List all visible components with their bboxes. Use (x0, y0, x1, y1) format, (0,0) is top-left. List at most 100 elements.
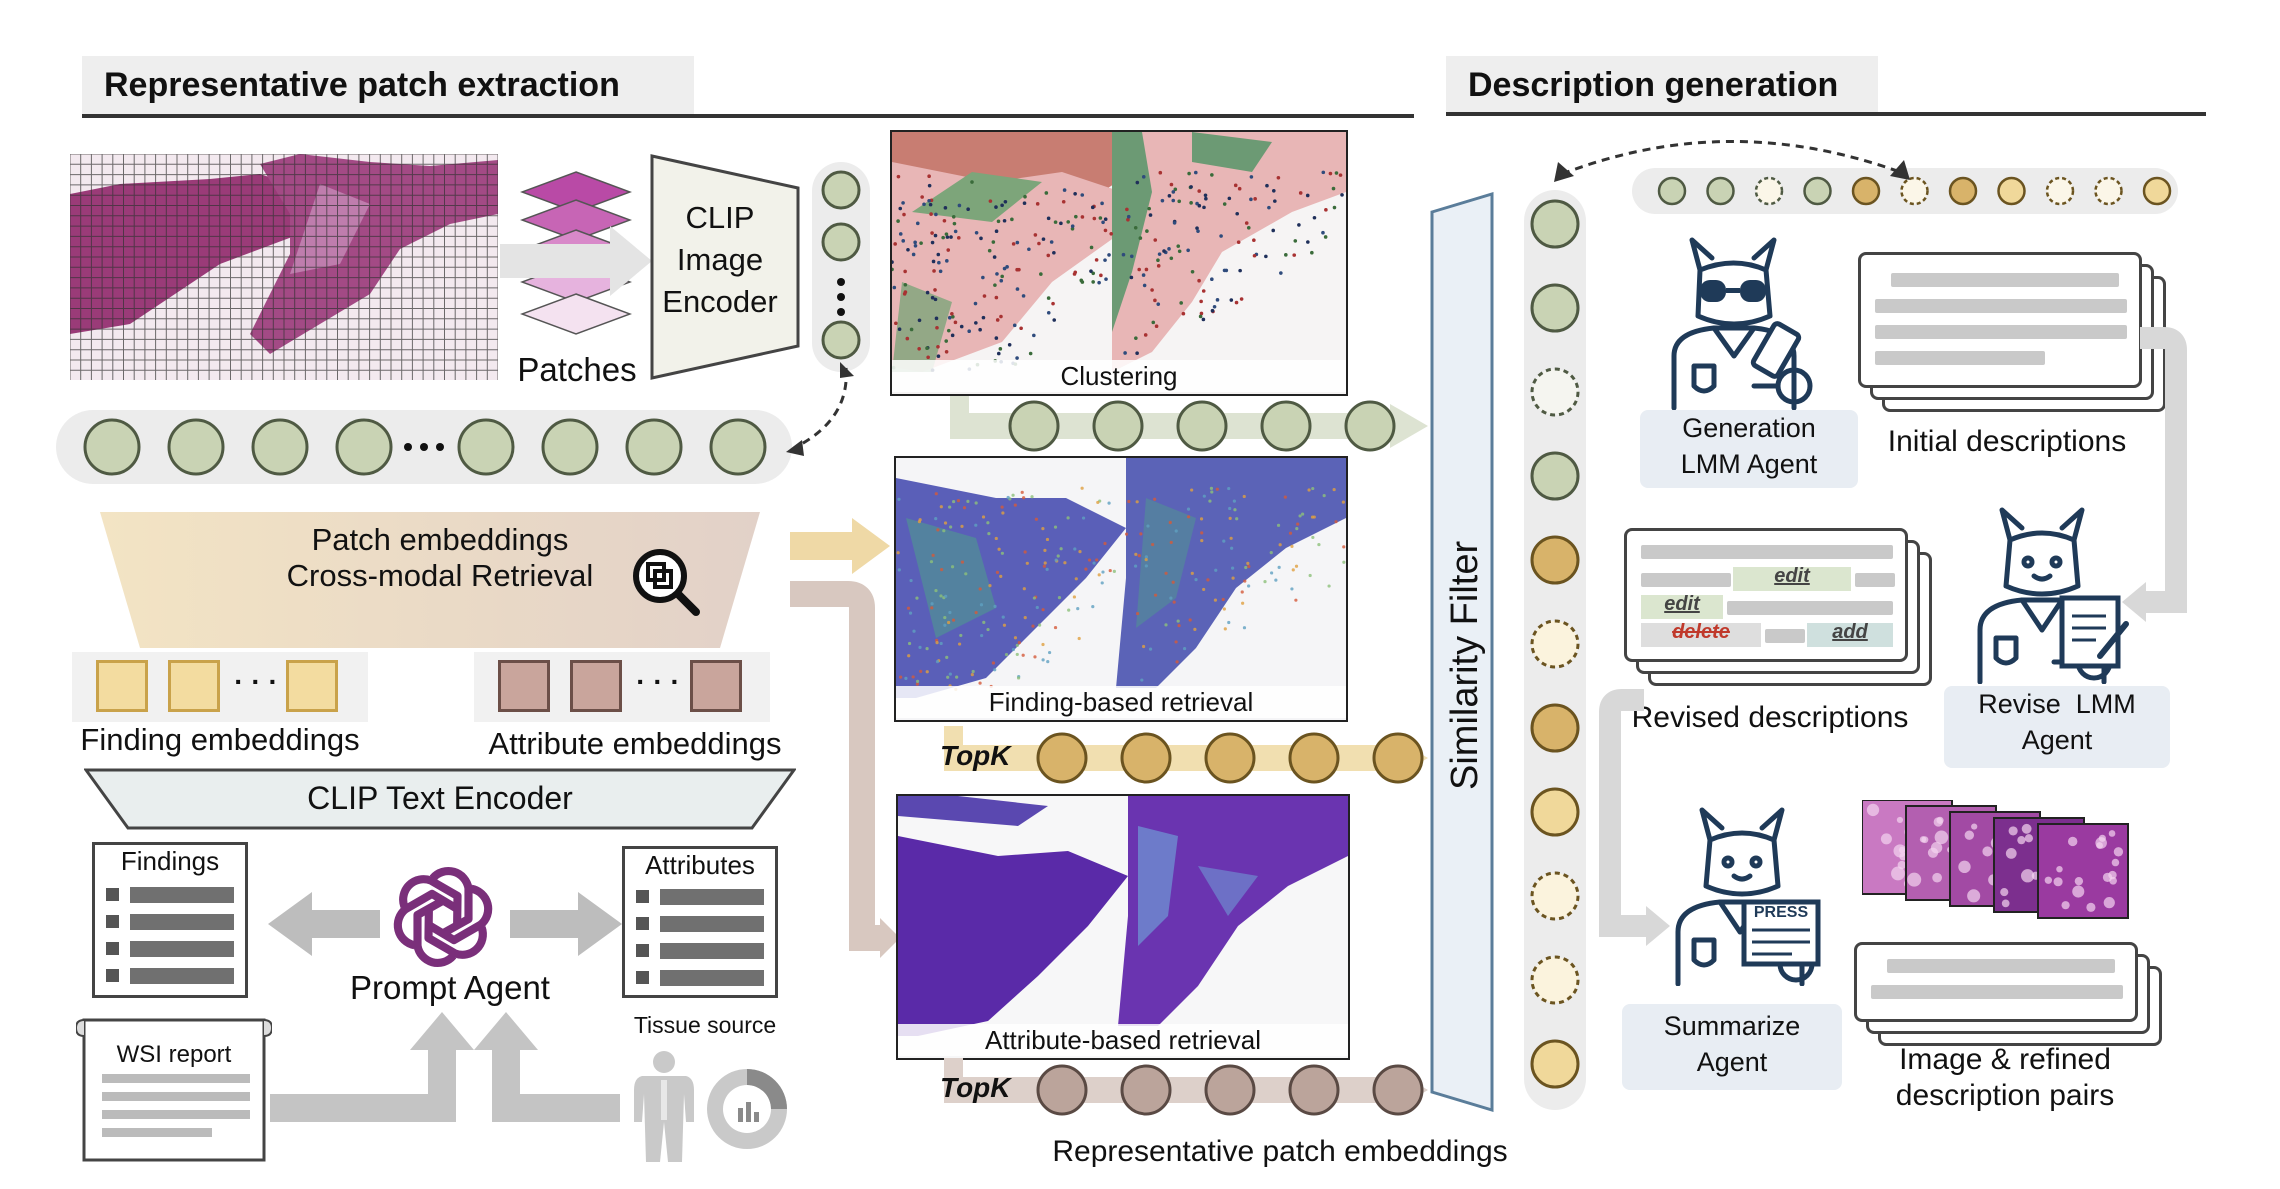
retrieval-dot (1246, 561, 1250, 565)
cluster-dot (1028, 351, 1033, 356)
cluster-dot (1219, 234, 1223, 238)
retrieval-dot (991, 661, 996, 665)
retrieval-dot (1278, 543, 1282, 547)
cluster-dot (1321, 170, 1326, 175)
cluster-dot (1032, 333, 1036, 338)
retrieval-dot (1011, 647, 1016, 652)
revise-agent-line1: Revise LMM (1978, 689, 2136, 719)
patch-embedding-node (335, 418, 393, 476)
retrieval-dot (1100, 581, 1104, 585)
retrieval-dot (1043, 548, 1047, 552)
list-bullet (106, 969, 119, 982)
retrieval-dot (1182, 646, 1187, 651)
cluster-dot (994, 336, 999, 340)
cluster-dot (1298, 191, 1303, 195)
retrieval-dot (1206, 578, 1210, 582)
retrieval-dot (1033, 655, 1037, 659)
cluster-dot (1236, 240, 1241, 244)
retrieval-dot (1137, 554, 1141, 558)
doc-line (1727, 601, 1893, 615)
embedding-node (1288, 1064, 1340, 1116)
doc-line (1875, 351, 2045, 365)
retrieval-dot (934, 588, 938, 593)
retrieval-dot (1013, 636, 1018, 640)
cluster-dot (1012, 323, 1017, 328)
retrieval-dot (916, 679, 920, 683)
retrieval-dot (935, 660, 940, 664)
cluster-dot (1173, 187, 1178, 192)
cluster-dot (927, 198, 931, 203)
cluster-dot (1019, 326, 1023, 331)
retrieval-dot (929, 560, 934, 564)
cluster-dot (926, 355, 930, 360)
cluster-dot (897, 327, 902, 332)
patch-embedding-node (251, 418, 309, 476)
retrieval-dot (1310, 515, 1315, 519)
retrieval-dot (1209, 486, 1214, 490)
retrieval-dot (897, 568, 901, 572)
cluster-dot (1046, 310, 1051, 315)
retrieval-dot (1001, 511, 1005, 515)
retrieval-dot (1242, 494, 1246, 499)
cluster-dot (1169, 182, 1174, 187)
cluster-dot (966, 207, 970, 212)
ellipsis-dot (436, 443, 444, 451)
retrieval-dot (930, 602, 934, 606)
retrieval-dot (1233, 508, 1237, 512)
finding-embedding (168, 660, 220, 712)
retrieval-dot (1186, 515, 1191, 519)
filtered-embedding-node (1530, 955, 1580, 1005)
cluster-dot (1145, 229, 1149, 233)
doc-line (1855, 573, 1895, 587)
attributes-label: Attributes (645, 850, 755, 880)
cluster-dot (935, 326, 939, 330)
cluster-dot (998, 347, 1003, 351)
cluster-dot (1007, 343, 1012, 347)
embedding-node (1288, 732, 1340, 784)
cluster-dot (1169, 256, 1174, 261)
list-row (660, 970, 764, 986)
cluster-dot (947, 315, 952, 320)
cluster-dot (1198, 314, 1203, 319)
search-icon (633, 549, 700, 616)
retrieval-dot (1222, 607, 1226, 611)
retrieval-dot (918, 645, 922, 650)
cluster-dot (1305, 193, 1310, 198)
retrieval-dot (1020, 490, 1024, 494)
filtered-embedding-node (1530, 619, 1580, 669)
attribute-retrieval-panel: Attribute-based retrieval (896, 794, 1350, 1060)
retrieval-dot (1294, 598, 1298, 602)
cluster-dot (970, 180, 974, 184)
retrieval-dot (940, 568, 944, 572)
cluster-dot (1107, 253, 1111, 257)
retrieval-dot (930, 606, 934, 610)
retrieval-dot (1227, 486, 1231, 491)
retrieval-dot (993, 604, 997, 608)
image-pairs-line2: description pairs (1895, 1079, 2115, 1112)
retrieval-dot (966, 499, 970, 503)
retrieval-dot (1341, 500, 1345, 504)
finding-retrieval-caption: Finding-based retrieval (896, 686, 1346, 718)
topk-finding-label: TopK (940, 740, 1011, 771)
retrieval-dot (1133, 564, 1138, 568)
cluster-dot (1195, 201, 1199, 206)
cluster-dot (951, 214, 956, 219)
cluster-dot (930, 231, 934, 235)
retrieval-dot (1144, 557, 1148, 562)
cluster-dot (932, 269, 936, 273)
cluster-dot (1189, 185, 1193, 189)
cluster-dot (959, 324, 964, 329)
cluster-dot (974, 321, 978, 325)
cluster-dot (952, 221, 957, 226)
arrow-patches-to-encoder (500, 226, 652, 296)
cluster-dot (1204, 196, 1208, 201)
retrieval-dot (964, 572, 968, 576)
cluster-dot (933, 233, 938, 238)
attribute-topk-row (944, 1058, 1428, 1116)
retrieval-dot (1112, 569, 1116, 574)
embedding-node (1204, 732, 1256, 784)
filtered-embedding-node (1530, 367, 1580, 417)
cluster-dot (1015, 287, 1020, 291)
retrieval-dot (1176, 619, 1180, 623)
edit-highlight-2 (1641, 595, 1723, 619)
